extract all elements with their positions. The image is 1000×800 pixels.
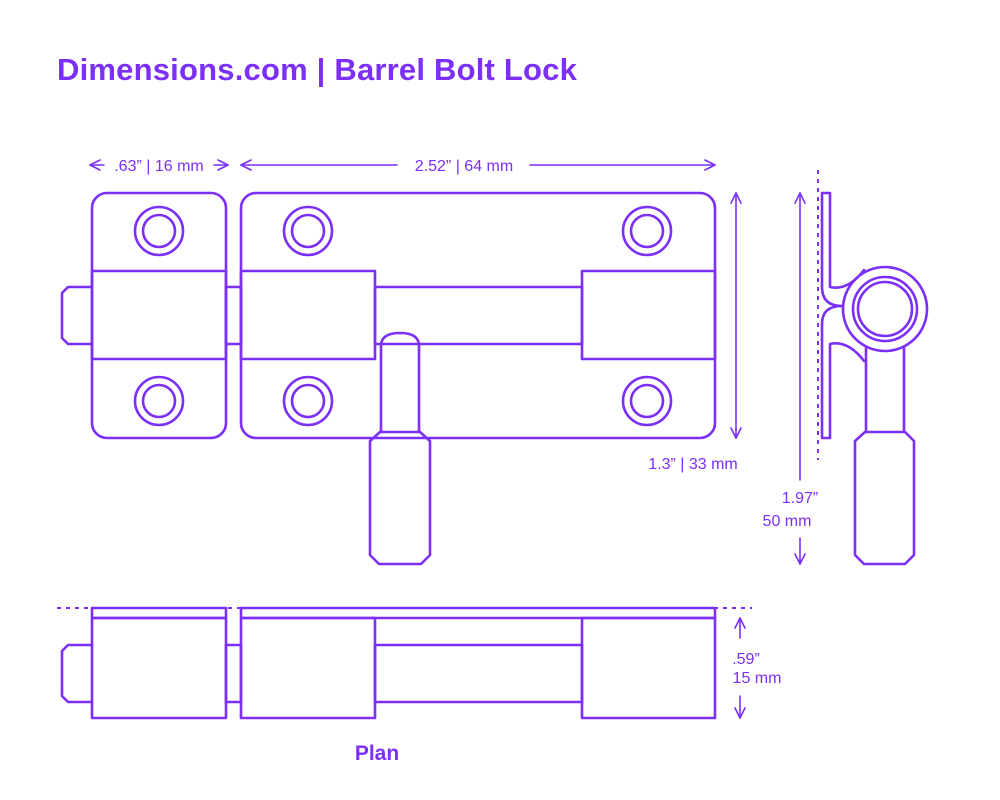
main-plate	[239, 191, 717, 440]
side-dimensions: 1.97” 50 mm	[763, 192, 818, 565]
bolt-rod	[373, 285, 584, 346]
plan-right-sleeve	[580, 616, 717, 720]
bolt-tip	[60, 285, 94, 346]
handle-grip	[368, 430, 432, 566]
keeper-screw-inner-top	[141, 213, 177, 249]
side-plate	[820, 191, 866, 440]
keeper-screw-hole-bottom	[133, 375, 185, 427]
right-sleeve	[580, 269, 717, 361]
plate-screw-inner-br	[629, 383, 665, 419]
plan-bolt-rod	[373, 643, 584, 704]
side-bolt	[856, 280, 914, 338]
side-barrel-outer	[841, 265, 929, 353]
plan-bolt-tip	[60, 643, 94, 704]
handle-stem	[379, 331, 421, 434]
plate-width-label: 2.52” | 64 mm	[415, 158, 513, 175]
total-height-mm: 50 mm	[763, 513, 812, 530]
side-barrel-inner	[851, 275, 919, 343]
plate-screw-inner-bl	[290, 383, 326, 419]
plan-view	[57, 606, 752, 720]
front-dimensions: .63” | 16 mm 2.52” | 64 mm 1.3” | 33 mm	[89, 158, 742, 473]
side-view	[817, 170, 929, 566]
side-handle-stem	[864, 346, 906, 434]
keeper-screw-hole-top	[133, 205, 185, 257]
keeper-sleeve	[90, 269, 228, 361]
plan-view-label: Plan	[355, 742, 399, 765]
plan-keeper-sleeve	[90, 616, 228, 720]
keeper-width-label: .63” | 16 mm	[114, 158, 204, 175]
plate-screw-hole-tl	[282, 205, 334, 257]
left-sleeve	[239, 269, 377, 361]
plate-screw-hole-tr	[621, 205, 673, 257]
side-handle-grip	[853, 430, 916, 566]
plate-height-label: 1.3” | 33 mm	[648, 456, 738, 473]
plan-bolt-gap	[224, 643, 243, 704]
plan-dimensions: .59” 15 mm	[732, 617, 782, 719]
depth-in: .59”	[732, 651, 760, 668]
plate-screw-inner-tr	[629, 213, 665, 249]
plate-screw-hole-br	[621, 375, 673, 427]
depth-mm: 15 mm	[733, 670, 782, 687]
plan-keeper-plate	[90, 606, 228, 620]
total-height-in: 1.97”	[782, 490, 818, 507]
page-title: Dimensions.com | Barrel Bolt Lock	[57, 52, 578, 87]
plate-screw-inner-tl	[290, 213, 326, 249]
plan-left-sleeve	[239, 616, 377, 720]
bolt-gap	[224, 285, 243, 346]
plate-screw-hole-bl	[282, 375, 334, 427]
plan-main-plate	[239, 606, 717, 620]
front-view	[60, 191, 717, 566]
keeper-screw-inner-bottom	[141, 383, 177, 419]
keeper-plate	[90, 191, 228, 440]
